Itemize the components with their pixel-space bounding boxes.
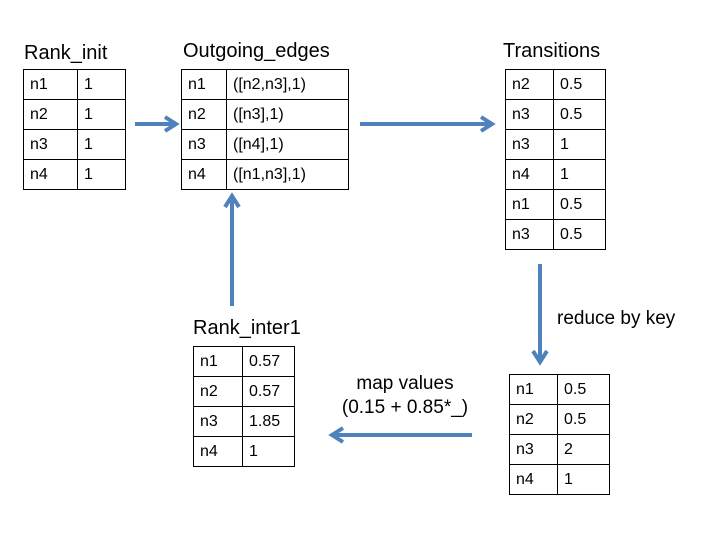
value-cell: ([n1,n3],1) (226, 159, 349, 190)
node-cell: n4 (193, 436, 243, 467)
value-cell: 1 (557, 464, 610, 495)
node-cell: n2 (505, 69, 554, 100)
node-cell: n3 (505, 129, 554, 160)
node-cell: n1 (181, 69, 227, 100)
value-cell: 1 (77, 129, 126, 160)
value-cell: 0.5 (557, 374, 610, 405)
node-cell: n2 (181, 99, 227, 130)
node-cell: n4 (505, 159, 554, 190)
node-cell: n2 (193, 376, 243, 407)
node-cell: n3 (509, 434, 558, 465)
node-cell: n1 (505, 189, 554, 220)
value-cell: 0.5 (553, 99, 606, 130)
node-cell: n1 (23, 69, 78, 100)
value-cell: 0.57 (242, 346, 295, 377)
node-cell: n4 (23, 159, 78, 190)
arrow-rank-init-to-outgoing (135, 115, 180, 133)
arrow-transitions-to-reduced (531, 264, 549, 366)
node-cell: n2 (509, 404, 558, 435)
rank-init-title: Rank_init (24, 42, 108, 64)
map-values-line1: map values (356, 373, 454, 394)
map-values-label: map values (0.15 + 0.85*_) (330, 372, 480, 420)
value-cell: 1 (242, 436, 295, 467)
outgoing-edges-title: Outgoing_edges (183, 40, 330, 62)
node-cell: n1 (193, 346, 243, 377)
node-cell: n3 (23, 129, 78, 160)
arrow-outgoing-to-transitions (360, 115, 496, 133)
node-cell: n3 (193, 406, 243, 437)
arrow-rank-inter1-to-outgoing (223, 192, 241, 306)
value-cell: 0.57 (242, 376, 295, 407)
transitions-title: Transitions (503, 40, 601, 62)
node-cell: n3 (181, 129, 227, 160)
value-cell: 1 (553, 129, 606, 160)
arrow-reduced-to-rank-inter1 (328, 426, 472, 444)
value-cell: 0.5 (553, 69, 606, 100)
outgoing-edges-table: n1([n2,n3],1) n2([n3],1) n3([n4],1) n4([… (181, 69, 349, 190)
value-cell: 1 (77, 99, 126, 130)
table-row: n1([n2,n3],1) (181, 69, 349, 100)
value-cell: 0.5 (553, 189, 606, 220)
reduce-by-key-label: reduce by key (557, 308, 676, 329)
node-cell: n3 (505, 219, 554, 250)
node-cell: n2 (23, 99, 78, 130)
node-cell: n4 (181, 159, 227, 190)
node-cell: n4 (509, 464, 558, 495)
value-cell: ([n2,n3],1) (226, 69, 349, 100)
map-values-line2: (0.15 + 0.85*_) (341, 397, 469, 418)
value-cell: 1.85 (242, 406, 295, 437)
value-cell: 2 (557, 434, 610, 465)
value-cell: 1 (77, 69, 126, 100)
node-cell: n3 (505, 99, 554, 130)
table-row: n4([n1,n3],1) (181, 159, 349, 190)
table-row: n2([n3],1) (181, 99, 349, 130)
table-row: n3([n4],1) (181, 129, 349, 160)
value-cell: 1 (77, 159, 126, 190)
value-cell: ([n4],1) (226, 129, 349, 160)
value-cell: 0.5 (557, 404, 610, 435)
value-cell: ([n3],1) (226, 99, 349, 130)
value-cell: 1 (553, 159, 606, 190)
value-cell: 0.5 (553, 219, 606, 250)
node-cell: n1 (509, 374, 558, 405)
rank-inter1-title: Rank_inter1 (193, 317, 301, 339)
